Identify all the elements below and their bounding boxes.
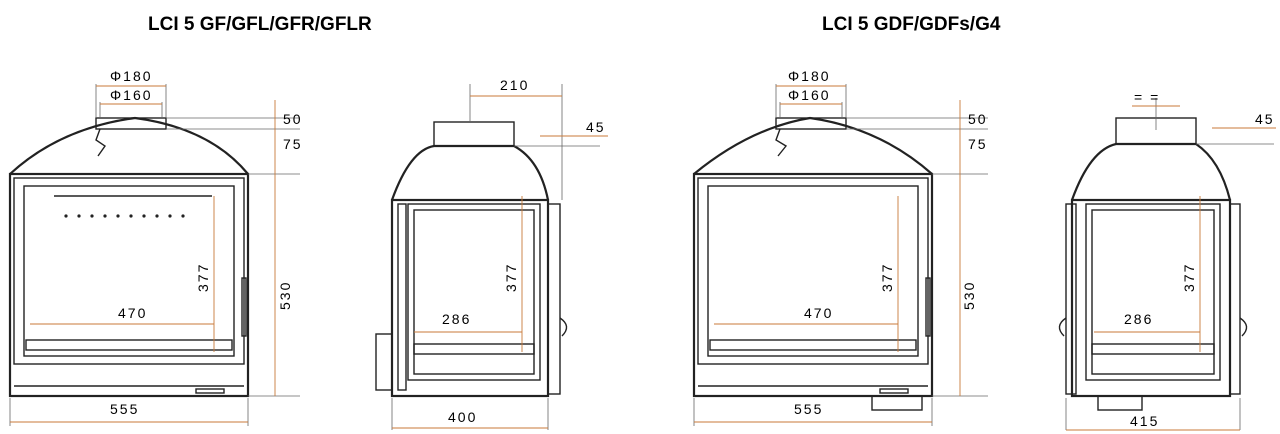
- gdf-front-ashlip: [709, 339, 917, 351]
- gf-front-d160: Φ160: [110, 87, 153, 103]
- gf-front-view: Φ180 Φ160 50 75 530 377 470 555: [8, 68, 303, 426]
- gf-side-air-inlet: [375, 333, 393, 391]
- gdf-front-h50: 50: [968, 111, 988, 127]
- gdf-side-eq: = =: [1134, 89, 1160, 105]
- gf-front-body: [8, 172, 250, 398]
- gdf-side-view: = = 45 377 286 415: [1058, 89, 1276, 431]
- gf-front-flue: [95, 117, 167, 130]
- gdf-front-h530: 530: [961, 281, 977, 310]
- gf-side-right-door: [547, 203, 561, 395]
- gdf-side-ashlip: [1091, 343, 1215, 355]
- gf-front-handle: [241, 277, 247, 337]
- gf-front-w555: 555: [110, 401, 139, 417]
- gdf-front-control: [879, 388, 909, 394]
- gdf-front-d180: Φ180: [788, 68, 831, 84]
- gdf-side-h377: 377: [1181, 263, 1197, 292]
- gf-front-flue-break: [95, 128, 106, 157]
- gf-side-outer-glass: [407, 203, 541, 381]
- gdf-front-d160: Φ160: [788, 87, 831, 103]
- gdf-front-flue: [775, 117, 847, 130]
- gdf-side-h45: 45: [1255, 111, 1275, 127]
- gf-side-left-post: [397, 203, 407, 391]
- gf-front-frame: [13, 177, 245, 365]
- gdf-side-body: [1070, 198, 1232, 398]
- gf-side-w210: 210: [500, 77, 529, 93]
- gf-front-vent-dots: [64, 214, 185, 218]
- gf-side-glass: [413, 209, 535, 375]
- gdf-side-w415: 415: [1130, 413, 1159, 429]
- gf-front-h75: 75: [283, 136, 303, 152]
- gf-front-glass: [23, 185, 235, 357]
- gf-side-h45: 45: [586, 119, 606, 135]
- gf-side-hinge: [559, 317, 568, 337]
- gf-side-hood: [390, 144, 550, 201]
- gdf-front-w470: 470: [804, 305, 833, 321]
- gf-front-h530: 530: [277, 281, 293, 310]
- gf-side-w286: 286: [442, 311, 471, 327]
- gf-front-control: [195, 388, 225, 394]
- gf-side-view: 210 45 377 286 400: [375, 77, 608, 430]
- gf-side-body: [390, 198, 550, 398]
- gdf-side-w286: 286: [1124, 311, 1153, 327]
- gdf-side-right-hinge: [1239, 317, 1248, 337]
- gdf-front-hood: [693, 116, 933, 175]
- gf-front-h50: 50: [283, 111, 303, 127]
- gdf-front-body: [692, 172, 934, 398]
- gdf-side-left-door: [1065, 203, 1077, 395]
- gdf-front-air-inlet: [871, 395, 923, 411]
- gdf-front-glass: [707, 185, 919, 357]
- title-gf: LCI 5 GF/GFL/GFR/GFLR: [148, 14, 372, 35]
- gdf-side-hood: [1070, 142, 1232, 201]
- gf-front-hood: [9, 116, 249, 175]
- gdf-front-handle: [925, 277, 931, 337]
- gdf-front-frame: [697, 177, 929, 365]
- gdf-front-flue-break: [775, 128, 788, 157]
- gdf-front-w555: 555: [794, 401, 823, 417]
- gdf-side-air-inlet: [1097, 395, 1143, 411]
- gf-side-w400: 400: [448, 409, 477, 425]
- gf-side-flue: [433, 121, 515, 147]
- gdf-side-right-door: [1229, 203, 1241, 395]
- gdf-side-glass: [1091, 209, 1215, 375]
- gf-side-ashlip: [413, 343, 535, 355]
- gdf-side-outer-glass: [1085, 203, 1221, 381]
- gdf-front-h377: 377: [879, 263, 895, 292]
- gf-front-ashlip: [25, 339, 233, 351]
- gdf-side-left-hinge: [1058, 317, 1067, 337]
- gf-front-w470: 470: [118, 305, 147, 321]
- gdf-front-h75: 75: [968, 136, 988, 152]
- gdf-front-view: Φ180 Φ160 50 75 530 377 470 555: [692, 68, 988, 426]
- gf-side-h377: 377: [503, 263, 519, 292]
- gf-front-d180: Φ180: [110, 68, 153, 84]
- gf-front-h377: 377: [195, 263, 211, 292]
- title-gdf: LCI 5 GDF/GDFs/G4: [822, 14, 1001, 35]
